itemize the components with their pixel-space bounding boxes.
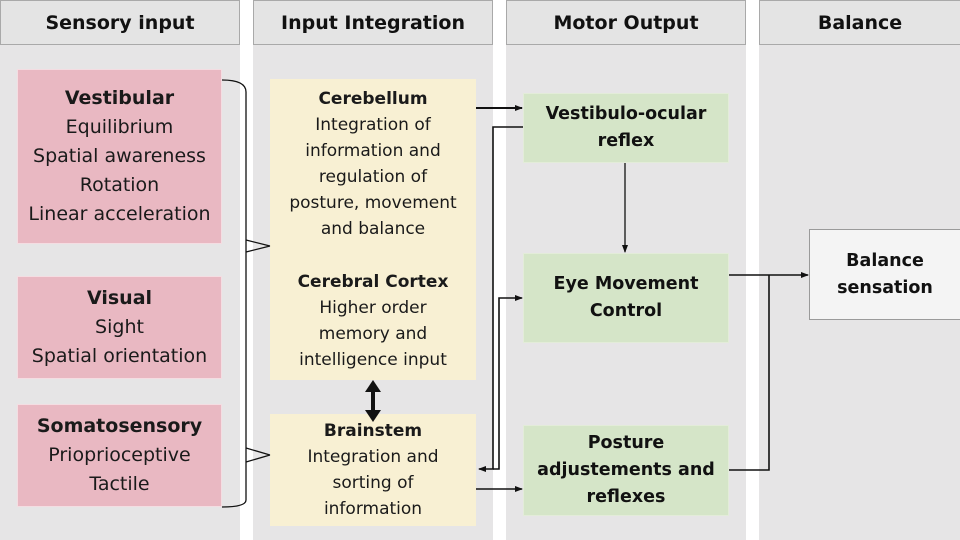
sensory-title-vestibular: Vestibular [64, 87, 175, 109]
column-header-balance: Balance [759, 0, 960, 45]
cerebellum-line: and balance [320, 219, 426, 239]
brainstem-line: Integration and [307, 447, 439, 467]
cerebellum-line: Integration of [315, 115, 431, 135]
column-header-sensory-input: Sensory input [0, 0, 240, 45]
column-header-input-integration: Input Integration [253, 0, 493, 45]
motor-line: Posture [587, 433, 665, 453]
brainstem-line: information [323, 499, 423, 519]
balance-sensation-box: Balance sensation [809, 229, 960, 320]
cerebellum-line: information and [305, 141, 441, 161]
sensory-item: Linear acceleration [28, 203, 211, 225]
sensory-box-somatosensory: Somatosensory Priopriocepti­ve Tactile [17, 404, 222, 507]
sensory-box-vestibular: Vestibular Equilibrium Spatial awareness… [17, 69, 222, 244]
cerebellum-line: regulation of [318, 167, 428, 187]
balance-line: sensation [837, 277, 933, 298]
sensory-item: Sight [95, 316, 144, 338]
motor-line: Control [589, 301, 663, 321]
integration-box-brainstem: Brainstem Integration and sorting of inf… [270, 414, 476, 526]
sensory-title-somatosensory: Somatosensory [36, 415, 203, 437]
sensory-item: Tactile [89, 473, 150, 495]
cerebellum-title: Cerebellum [318, 89, 428, 109]
motor-box-vestibulo-ocular-reflex: Vestibulo-ocular reflex [523, 93, 729, 163]
motor-line: adjustements and [537, 460, 715, 480]
sensory-item: Priopriocepti­ve [48, 444, 191, 466]
motor-box-posture-adjustments: Posture adjustements and reflexes [523, 425, 729, 516]
cerebellum-line: posture, movement [289, 193, 457, 213]
cerebral-cortex-title: Cerebral Cortex [297, 272, 449, 292]
sensory-item: Equilibrium [65, 116, 174, 138]
motor-line: Vestibulo-ocular [545, 104, 707, 124]
sensory-box-visual: Visual Sight Spatial orientation [17, 276, 222, 379]
motor-line: reflex [597, 131, 655, 151]
motor-box-eye-movement-control: Eye Movement Control [523, 253, 729, 343]
balance-line: Balance [846, 250, 924, 271]
cerebral-cortex-line: memory and [318, 324, 428, 344]
cerebral-cortex-group: Cerebral Cortex Higher order memory and … [298, 269, 449, 373]
motor-line: reflexes [586, 487, 666, 507]
cerebellum-group: Cerebellum Integration of information an… [289, 86, 456, 242]
brainstem-line: sorting of [332, 473, 414, 493]
integration-box-cerebellum-cortex: Cerebellum Integration of information an… [270, 79, 476, 380]
brainstem-title: Brainstem [323, 421, 423, 441]
cerebral-cortex-line: intelligence input [299, 350, 447, 370]
sensory-title-visual: Visual [86, 287, 153, 309]
sensory-item: Spatial awareness [33, 145, 206, 167]
motor-line: Eye Movement [553, 274, 699, 294]
sensory-item: Spatial orientation [31, 345, 208, 367]
sensory-item: Rotation [79, 174, 160, 196]
cerebral-cortex-line: Higher order [319, 298, 427, 318]
column-header-motor-output: Motor Output [506, 0, 746, 45]
